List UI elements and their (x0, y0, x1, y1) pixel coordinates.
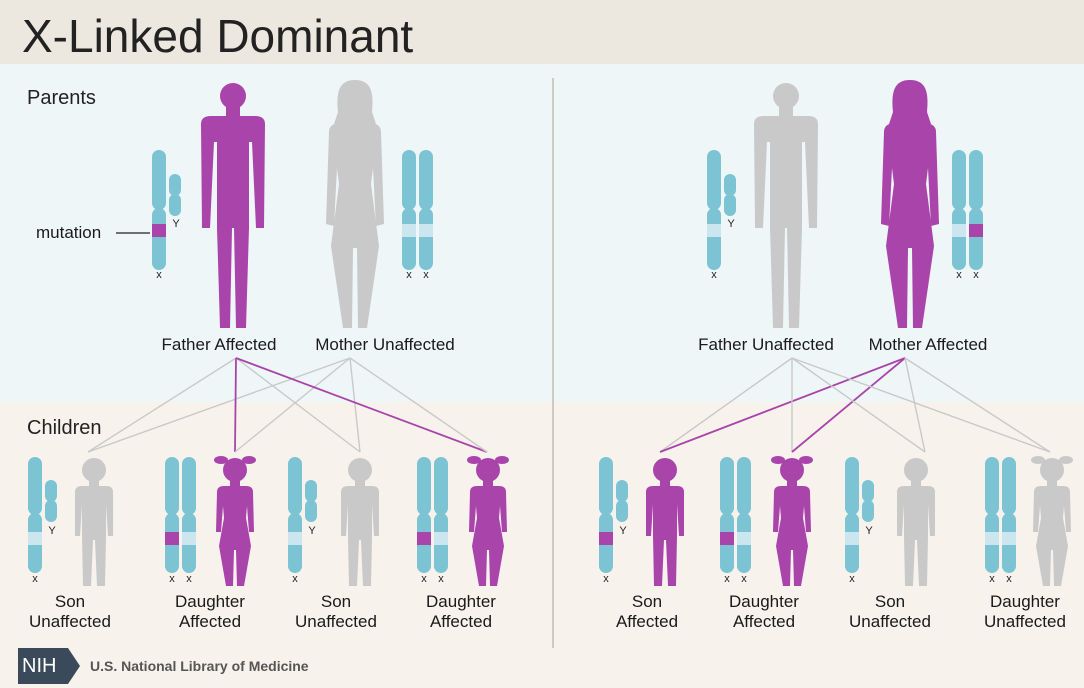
right-child-1-label-1: Son (632, 592, 662, 611)
left-mother-label: Mother Unaffected (315, 335, 455, 354)
mutation-label: mutation (36, 223, 101, 242)
left-father-x-mark: x (156, 269, 162, 281)
right-child-4-label-1: Daughter (990, 592, 1060, 611)
right-mother-x2-mark: x (973, 269, 979, 281)
right-child-2-label-2: Affected (733, 612, 795, 631)
right-child-1-x-mark: x (603, 573, 609, 585)
left-child-3-x-mark: x (292, 573, 298, 585)
right-child-4-x2-mark: x (1006, 573, 1012, 585)
right-child-1-label-2: Affected (616, 612, 678, 631)
right-child-2-label-1: Daughter (729, 592, 799, 611)
left-child-3-label-1: Son (321, 592, 351, 611)
right-father-y-mark: Y (727, 218, 735, 230)
left-father-line-1 (235, 358, 236, 452)
left-father-label: Father Affected (162, 335, 277, 354)
right-mother-x1-mark: x (956, 269, 962, 281)
children-heading: Children (27, 417, 101, 439)
right-child-3-label-1: Son (875, 592, 905, 611)
left-child-2-x1-mark: x (169, 573, 175, 585)
left-child-1-label-1: Son (55, 592, 85, 611)
left-child-2-x2-mark: x (186, 573, 192, 585)
left-father-y-mark: Y (172, 218, 180, 230)
left-child-1-x-mark: x (32, 573, 38, 585)
left-child-4-label-1: Daughter (426, 592, 496, 611)
left-child-4-x2-mark: x (438, 573, 444, 585)
right-father-label: Father Unaffected (698, 335, 834, 354)
left-child-3-label-2: Unaffected (295, 612, 377, 631)
right-child-1-y-mark: Y (619, 525, 627, 537)
right-father-x-mark: x (711, 269, 717, 281)
nih-logo-text: NIH (22, 655, 56, 677)
right-child-2-x2-mark: x (741, 573, 747, 585)
left-child-2-label-2: Affected (179, 612, 241, 631)
right-child-2-x1-mark: x (724, 573, 730, 585)
right-child-3-x-mark: x (849, 573, 855, 585)
left-mother-x1-mark: x (406, 269, 412, 281)
right-child-4-x1-mark: x (989, 573, 995, 585)
left-child-4-label-2: Affected (430, 612, 492, 631)
left-mother-x2-mark: x (423, 269, 429, 281)
page-title: X-Linked Dominant (22, 10, 413, 62)
left-child-3-y-mark: Y (308, 525, 316, 537)
right-child-3-y-mark: Y (865, 525, 873, 537)
left-child-1-y-mark: Y (48, 525, 56, 537)
left-child-1-label-2: Unaffected (29, 612, 111, 631)
parents-heading: Parents (27, 87, 96, 109)
right-mother-label: Mother Affected (869, 335, 988, 354)
right-child-4-label-2: Unaffected (984, 612, 1066, 631)
nih-logo: NIH (18, 648, 80, 684)
left-child-4-x1-mark: x (421, 573, 427, 585)
right-child-3-label-2: Unaffected (849, 612, 931, 631)
left-child-2-label-1: Daughter (175, 592, 245, 611)
nlm-name: U.S. National Library of Medicine (90, 658, 309, 674)
